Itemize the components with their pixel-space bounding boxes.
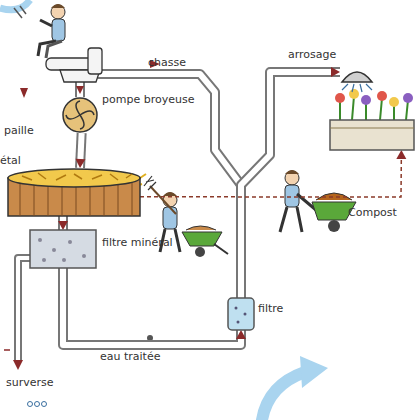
straw-filter-bed: pailleétal	[8, 168, 140, 216]
filt-shape	[228, 298, 254, 330]
flow-arrow	[20, 88, 28, 98]
annotation: chasse	[148, 56, 186, 69]
pipe	[75, 133, 85, 168]
edge-label: eau traitée	[100, 350, 160, 363]
pump-shape	[62, 97, 98, 133]
compost-route	[140, 150, 406, 197]
component-label: filtre	[258, 302, 283, 315]
component-label: paille	[4, 124, 34, 137]
watering-head: arrosage	[340, 62, 374, 82]
pipe	[63, 268, 246, 345]
arrowhead	[75, 159, 85, 168]
arrowhead	[331, 67, 340, 77]
planter: Compost	[330, 120, 414, 150]
pipe	[241, 67, 340, 298]
person-sitting	[14, 4, 65, 58]
component-label: arrosage	[288, 48, 336, 61]
toilet	[46, 48, 102, 82]
pipe-bore	[241, 72, 340, 298]
component-label: Compost	[348, 206, 397, 219]
pipe-wall	[63, 268, 241, 345]
arrowhead	[58, 221, 68, 230]
grinder-pump: pompe broyeuse	[62, 97, 98, 133]
cycle-arrow	[262, 372, 305, 420]
spray	[342, 84, 372, 92]
dashed-route	[140, 150, 401, 197]
pipe-wall	[58, 216, 68, 230]
arrowhead	[236, 330, 246, 339]
component-label: filtre minéral	[102, 236, 173, 249]
flowers	[335, 89, 413, 120]
bed-shape	[8, 168, 140, 216]
pipe	[58, 216, 68, 230]
wheelbarrow	[182, 226, 228, 257]
pipe-wall	[241, 72, 340, 298]
annotation: surverse	[6, 376, 54, 389]
component-label: pompe broyeuse	[102, 93, 194, 106]
cycle-arrowhead	[300, 356, 328, 388]
pipe-bore	[63, 268, 241, 345]
mineral-filter: filtre minéral	[30, 230, 96, 268]
arrowhead	[396, 150, 406, 159]
filter: filtre	[228, 298, 254, 330]
flush-pipe	[98, 60, 241, 185]
component-label: étal	[0, 154, 21, 167]
shower-shape	[340, 62, 374, 82]
person-wheelbarrow	[280, 170, 356, 232]
planter-shape	[330, 120, 414, 150]
stone-shape	[30, 230, 96, 268]
